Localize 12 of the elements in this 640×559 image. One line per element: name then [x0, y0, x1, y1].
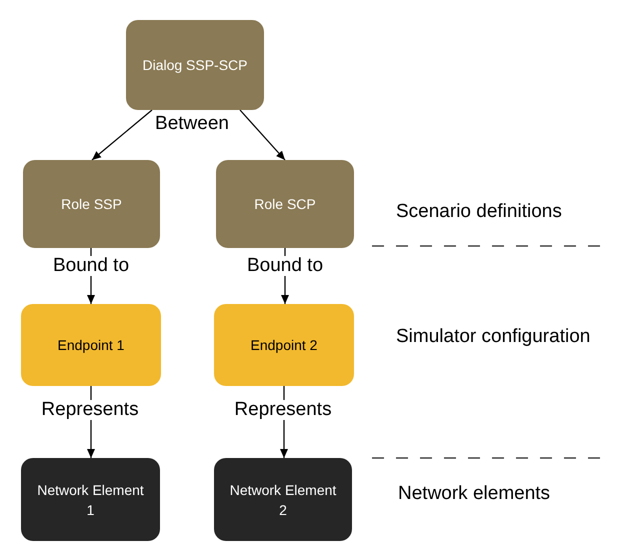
- arrow: [240, 110, 286, 160]
- section-label: Simulator configuration: [396, 326, 590, 348]
- process-box: Role SCP: [216, 160, 354, 248]
- process-box: Endpoint 2: [214, 304, 354, 386]
- section-label: Network elements: [398, 483, 550, 505]
- process-box: Network Element 1: [21, 458, 160, 541]
- section-label: Scenario definitions: [396, 201, 562, 223]
- process-box: Endpoint 1: [21, 304, 161, 386]
- process-box: Dialog SSP-SCP: [126, 20, 264, 110]
- process-box: Role SSP: [23, 160, 160, 248]
- process-box: Network Element 2: [214, 458, 352, 541]
- arrow: [92, 110, 152, 160]
